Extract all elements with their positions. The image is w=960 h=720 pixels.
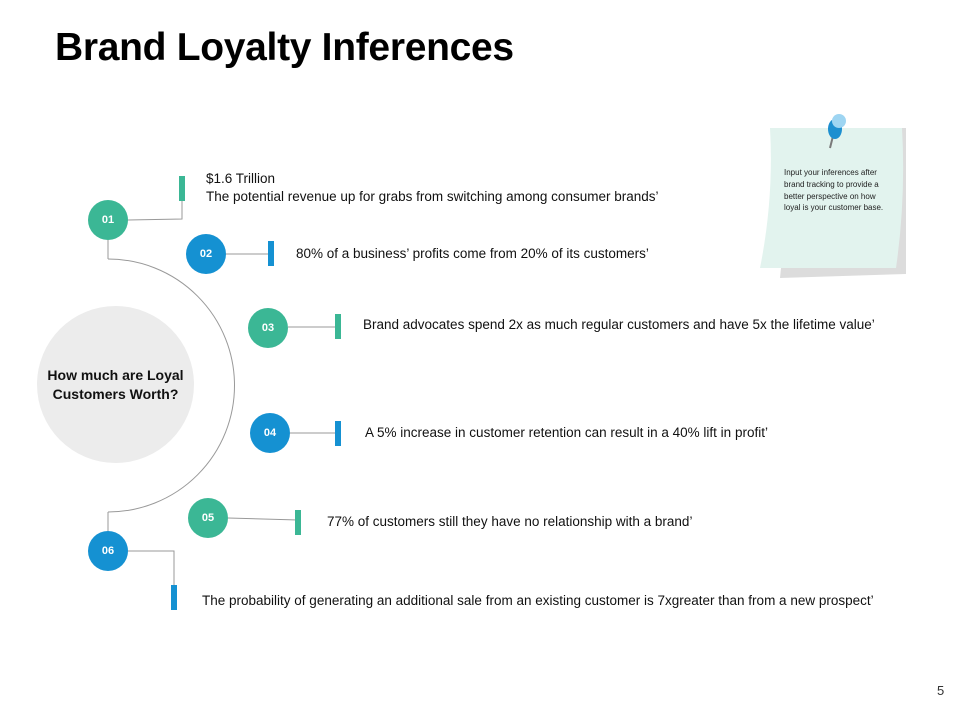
marker-02 xyxy=(268,241,274,266)
item-02-text: 80% of a business’ profits come from 20%… xyxy=(296,246,649,261)
item-05-text: 77% of customers still they have no rela… xyxy=(327,514,693,529)
sticky-note xyxy=(760,128,906,278)
item-04-text: A 5% increase in customer retention can … xyxy=(365,425,768,440)
step-05-badge: 05 xyxy=(188,498,228,538)
marker-04 xyxy=(335,421,341,446)
step-04-badge: 04 xyxy=(250,413,290,453)
item-01-heading: $1.6 Trillion xyxy=(206,171,276,186)
item-01-text: The potential revenue up for grabs from … xyxy=(206,189,659,204)
leader-01 xyxy=(127,188,183,221)
leader-05 xyxy=(227,517,299,521)
center-question: How much are Loyal Customers Worth? xyxy=(37,306,194,463)
step-02-badge: 02 xyxy=(186,234,226,274)
marker-05 xyxy=(295,510,301,535)
slide-title: Brand Loyalty Inferences xyxy=(55,26,514,69)
step-03-badge: 03 xyxy=(248,308,288,348)
item-03-text: Brand advocates spend 2x as much regular… xyxy=(363,317,875,332)
step-01-badge: 01 xyxy=(88,200,128,240)
page-number: 5 xyxy=(937,683,945,698)
arc-connector xyxy=(107,258,235,513)
marker-06 xyxy=(171,585,177,610)
pushpin-icon xyxy=(828,114,846,149)
marker-01 xyxy=(179,176,185,201)
leader-06 xyxy=(128,550,175,596)
step-06-badge: 06 xyxy=(88,531,128,571)
note-text: Input your inferences after brand tracki… xyxy=(784,168,884,213)
item-06-text: The probability of generating an additio… xyxy=(202,593,874,608)
marker-03 xyxy=(335,314,341,339)
